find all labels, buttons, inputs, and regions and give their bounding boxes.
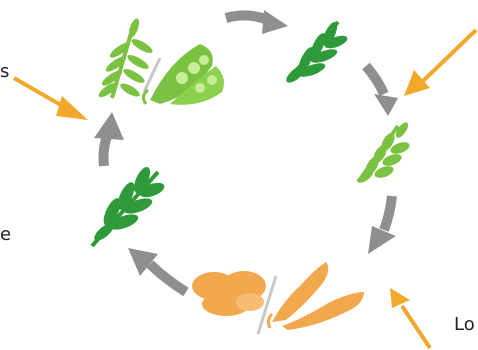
cycle-arrow-left [94, 112, 124, 166]
label-left-top: s [0, 63, 9, 81]
cycle-arrows [94, 10, 398, 292]
cycle-arrow-right-lower [368, 196, 396, 254]
cereal-leaf-icon-left [92, 165, 167, 246]
label-left-middle: e [0, 226, 11, 244]
callout-arrow-top-right [404, 30, 476, 96]
cereal-leaf-icon-top [284, 20, 349, 85]
cycle-arrow-top [226, 10, 288, 34]
cycle-arrow-right-upper [366, 66, 398, 116]
dry-pod-icon [268, 262, 364, 330]
callout-arrow-bottom-right [390, 288, 430, 348]
cycle-arrow-bottom [128, 248, 186, 292]
dry-beans-icon [192, 271, 266, 316]
pea-pod-icon [143, 44, 224, 105]
wheat-ear-icon [357, 120, 412, 185]
callout-arrow-left [14, 78, 88, 120]
label-bottom-right: Lo [454, 316, 475, 334]
